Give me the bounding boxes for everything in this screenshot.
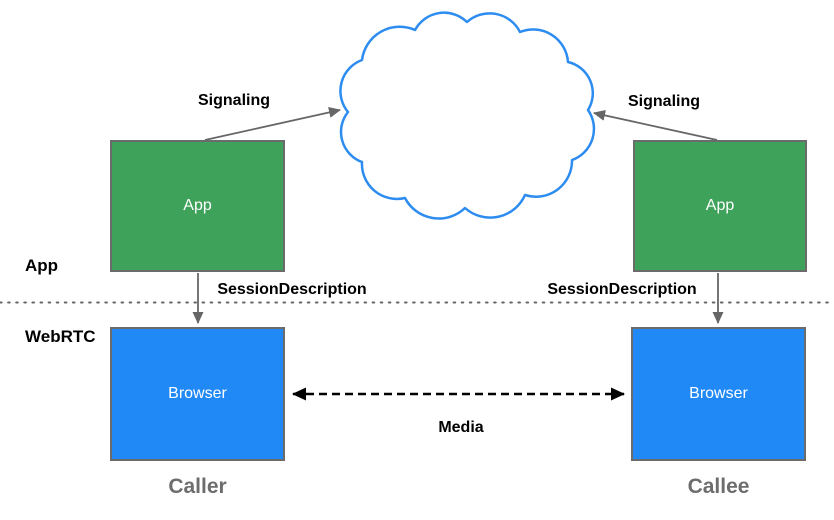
caller-caption: Caller (168, 475, 227, 498)
session-description-left-label: SessionDescription (217, 281, 367, 298)
session-description-right-label: SessionDescription (547, 281, 697, 298)
webrtc-layer-label: WebRTC (25, 327, 96, 346)
signaling-left-label: Signaling (198, 92, 270, 109)
signaling-cloud-shape (339, 11, 596, 220)
media-label: Media (438, 419, 484, 436)
caller-app-box: App (110, 140, 285, 272)
callee-caption: Callee (687, 475, 750, 498)
signaling-arrow-left (204, 107, 341, 141)
signaling-arrow-right (593, 109, 718, 141)
callee-browser-box: Browser (631, 327, 806, 461)
app-layer-label: App (25, 256, 59, 275)
signaling-right-label: Signaling (628, 93, 700, 110)
caller-browser-box: Browser (110, 327, 285, 461)
callee-app-box: App (633, 140, 807, 272)
